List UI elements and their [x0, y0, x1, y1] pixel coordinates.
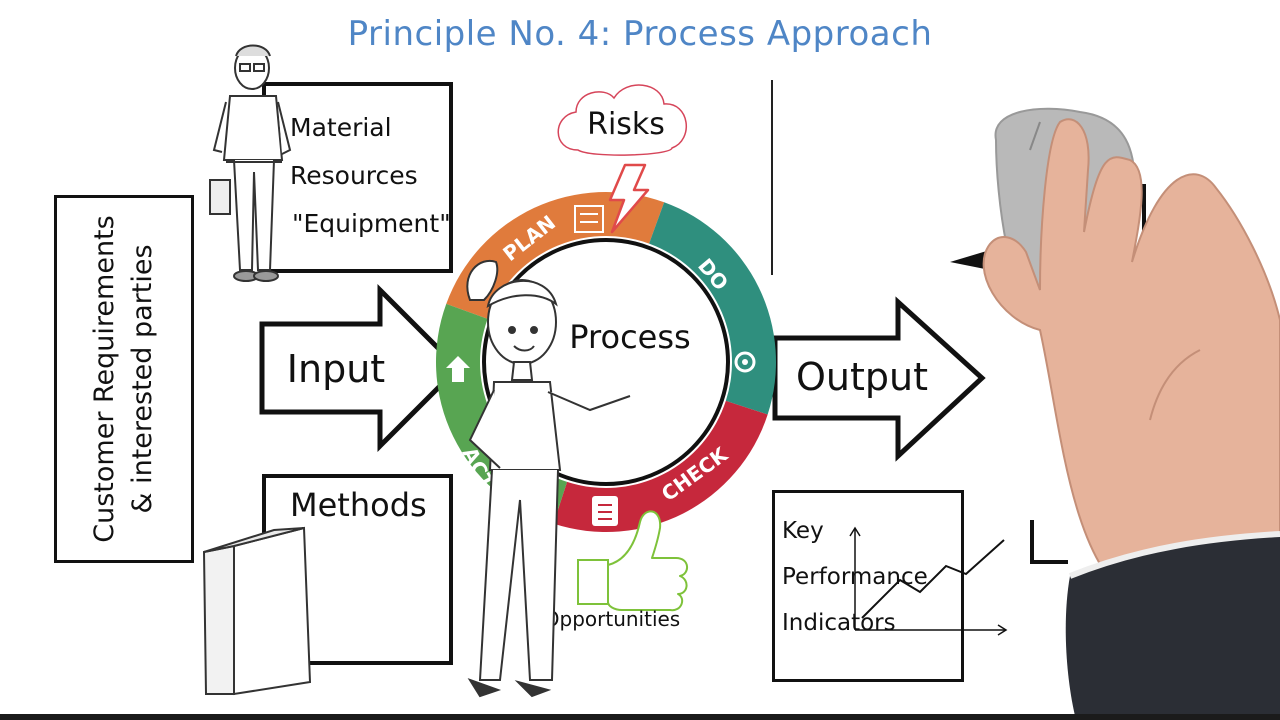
- gear-icon: [734, 351, 756, 373]
- methods-label: Methods: [290, 486, 427, 524]
- kpi-line-key: Key: [782, 518, 824, 544]
- resources-line-material: Material: [290, 113, 392, 142]
- output-label: Output: [796, 355, 928, 399]
- partial-arrow-upper: [950, 250, 990, 270]
- resources-line-resources: Resources: [290, 161, 418, 190]
- act-icon: [446, 356, 470, 382]
- risks-label: Risks: [587, 107, 665, 142]
- worker-figure: [209, 44, 292, 282]
- input-arrow: [259, 283, 462, 453]
- process-label: Process: [569, 318, 690, 356]
- page-title: Principle No. 4: Process Approach: [347, 14, 933, 54]
- resources-text: Material Resources "Equipment": [290, 104, 451, 248]
- kpi-line-indicators: Indicators: [782, 610, 896, 636]
- binder-icon: [202, 526, 312, 696]
- thumbs-up-icon: [577, 559, 609, 605]
- resources-line-equipment: "Equipment": [292, 209, 451, 238]
- risks-cloud: [557, 84, 687, 156]
- blueprint-icon: [574, 205, 604, 233]
- output-arrow: [772, 296, 986, 462]
- kpi-trend-line: [861, 539, 1005, 619]
- presenter-figure: [466, 259, 631, 698]
- lightning-icon: [608, 163, 650, 234]
- bottom-bar: [0, 714, 1280, 720]
- customer-requirements-box: Customer Requirements & interested parti…: [54, 195, 194, 563]
- partial-box-lower: [1030, 520, 1068, 564]
- opportunities-label: Opportunities: [544, 607, 680, 631]
- kpi-box: [772, 490, 964, 682]
- hand-with-mouse: [982, 107, 1280, 720]
- input-label: Input: [287, 347, 385, 391]
